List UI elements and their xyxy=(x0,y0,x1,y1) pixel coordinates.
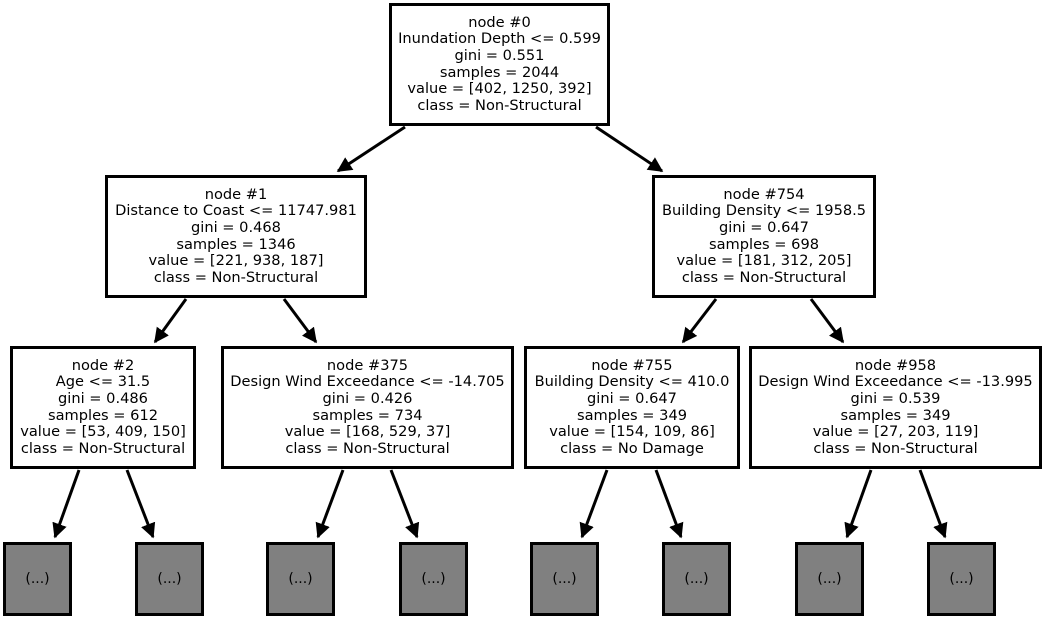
node-id: node #2 xyxy=(71,356,135,374)
node-id: node #958 xyxy=(854,356,937,374)
node-value: value = [168, 529, 37] xyxy=(284,423,451,441)
edge-n958-l7 xyxy=(844,469,873,539)
tree-node-755: node #755 Building Density <= 410.0 gini… xyxy=(524,346,740,469)
node-samples: samples = 1346 xyxy=(176,235,296,253)
node-class: class = Non-Structural xyxy=(285,439,450,457)
node-gini: gini = 0.426 xyxy=(322,389,413,407)
edge-n0-n1 xyxy=(336,125,406,173)
truncated-leaf: (...) xyxy=(795,542,864,616)
node-class: class = Non-Structural xyxy=(153,268,319,286)
node-split: Distance to Coast <= 11747.981 xyxy=(115,202,357,220)
node-id: node #754 xyxy=(723,185,805,203)
leaf-label: (...) xyxy=(288,571,313,587)
tree-node-958: node #958 Design Wind Exceedance <= -13.… xyxy=(749,346,1042,469)
node-id: node #755 xyxy=(591,356,673,374)
node-samples: samples = 349 xyxy=(576,406,688,424)
leaf-label: (...) xyxy=(684,571,709,587)
node-value: value = [402, 1250, 392] xyxy=(407,80,592,98)
edge-n958-l8 xyxy=(918,469,948,539)
edge-n754-n958 xyxy=(809,298,845,344)
node-gini: gini = 0.647 xyxy=(587,389,677,407)
edge-n2-l2 xyxy=(125,469,156,539)
edge-n755-l5 xyxy=(579,469,609,539)
node-split: Building Density <= 410.0 xyxy=(534,373,730,391)
truncated-leaf: (...) xyxy=(399,542,468,616)
tree-node-754: node #754 Building Density <= 1958.5 gin… xyxy=(652,175,876,298)
node-samples: samples = 698 xyxy=(708,235,820,253)
tree-node-0: node #0 Inundation Depth <= 0.599 gini =… xyxy=(389,3,610,126)
node-split: Inundation Depth <= 0.599 xyxy=(398,30,601,48)
node-gini: gini = 0.551 xyxy=(454,46,545,64)
leaf-label: (...) xyxy=(157,571,182,587)
edge-n2-l1 xyxy=(52,469,81,539)
edge-n754-n755 xyxy=(681,298,718,344)
tree-node-375: node #375 Design Wind Exceedance <= -14.… xyxy=(221,346,514,469)
edge-n0-n754 xyxy=(595,125,664,173)
tree-node-2: node #2 Age <= 31.5 gini = 0.486 samples… xyxy=(10,346,196,469)
node-samples: samples = 349 xyxy=(840,406,951,424)
truncated-leaf: (...) xyxy=(135,542,204,616)
edge-n375-l4 xyxy=(389,469,420,539)
node-id: node #375 xyxy=(326,356,409,374)
truncated-leaf: (...) xyxy=(266,542,335,616)
node-id: node #0 xyxy=(468,13,531,31)
truncated-leaf: (...) xyxy=(927,542,996,616)
node-class: class = Non-Structural xyxy=(417,96,582,114)
leaf-label: (...) xyxy=(421,571,446,587)
node-class: class = Non-Structural xyxy=(813,439,978,457)
edge-n1-n2 xyxy=(153,298,188,344)
edge-n375-l3 xyxy=(315,469,345,539)
node-class: class = Non-Structural xyxy=(20,439,186,457)
leaf-label: (...) xyxy=(817,571,842,587)
edge-n1-n375 xyxy=(282,298,318,344)
truncated-leaf: (...) xyxy=(530,542,599,616)
truncated-leaf: (...) xyxy=(662,542,731,616)
node-value: value = [221, 938, 187] xyxy=(148,252,324,270)
node-value: value = [181, 312, 205] xyxy=(676,252,852,270)
node-gini: gini = 0.468 xyxy=(191,218,281,236)
node-id: node #1 xyxy=(204,185,268,203)
node-gini: gini = 0.647 xyxy=(719,218,809,236)
leaf-label: (...) xyxy=(552,571,577,587)
node-class: class = No Damage xyxy=(560,439,704,457)
node-samples: samples = 2044 xyxy=(439,63,560,81)
node-gini: gini = 0.539 xyxy=(850,389,941,407)
node-value: value = [53, 409, 150] xyxy=(20,423,186,441)
node-split: Design Wind Exceedance <= -13.995 xyxy=(758,373,1033,391)
node-samples: samples = 734 xyxy=(312,406,423,424)
leaf-label: (...) xyxy=(949,571,974,587)
node-split: Design Wind Exceedance <= -14.705 xyxy=(230,373,505,391)
node-value: value = [27, 203, 119] xyxy=(812,423,979,441)
node-class: class = Non-Structural xyxy=(681,268,847,286)
node-samples: samples = 612 xyxy=(47,406,159,424)
leaf-label: (...) xyxy=(25,571,50,587)
tree-node-1: node #1 Distance to Coast <= 11747.981 g… xyxy=(105,175,367,298)
node-split: Age <= 31.5 xyxy=(55,373,151,391)
node-value: value = [154, 109, 86] xyxy=(549,423,715,441)
node-split: Building Density <= 1958.5 xyxy=(661,202,867,220)
node-gini: gini = 0.486 xyxy=(58,389,148,407)
edge-n755-l6 xyxy=(654,469,684,539)
truncated-leaf: (...) xyxy=(3,542,72,616)
